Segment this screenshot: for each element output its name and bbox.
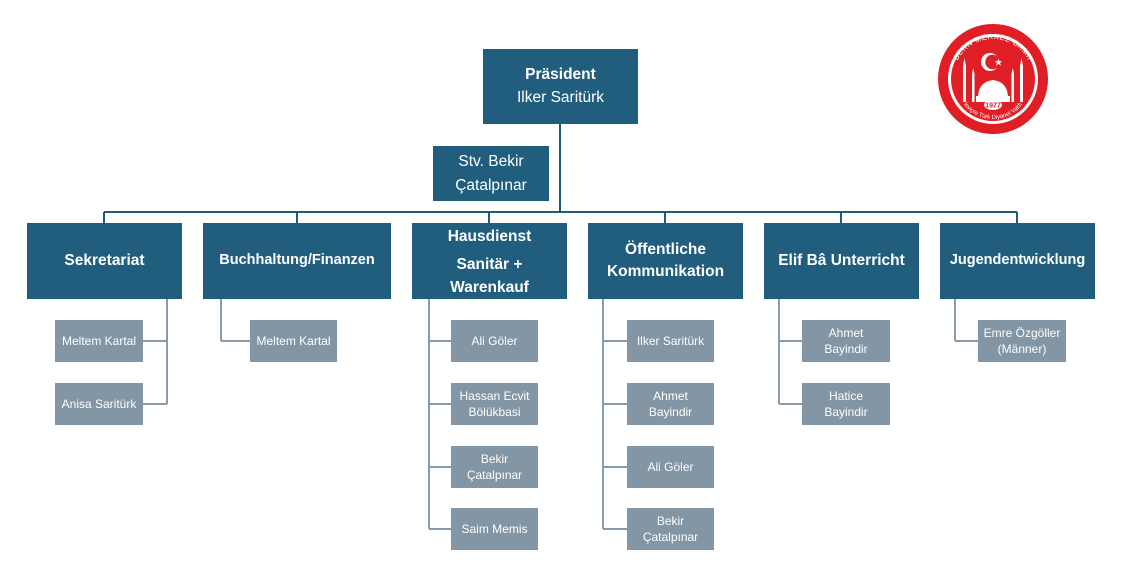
dept-elif-ba: Elif Bâ Unterricht (764, 223, 919, 299)
member-name: Ilker Saritürk (636, 333, 705, 348)
member-name-2: Bayindir (824, 405, 868, 419)
member-name-2: Bölükbasi (468, 405, 521, 419)
member-box: Hatice Bayindir (802, 383, 890, 425)
member-name: Ali Göler (471, 333, 518, 348)
dept-sekretariat: Sekretariat (27, 223, 182, 299)
president-title: Präsident (525, 66, 596, 84)
member-name-2: (Männer) (997, 342, 1047, 356)
member-box: Meltem Kartal (250, 320, 337, 362)
member-box: Anisa Saritürk (55, 383, 143, 425)
member-box: Ali Göler (627, 446, 714, 488)
member-box: Bekir Çatalpınar (627, 508, 714, 550)
member-name: Meltem Kartal (61, 333, 137, 348)
member-name-2: Bayindir (648, 405, 693, 419)
president-box: Präsident Ilker Saritürk (483, 49, 638, 124)
member-name: Ali Göler (647, 459, 694, 474)
dept-label: Buchhaltung/Finanzen (219, 252, 375, 269)
member-box: Ilker Saritürk (627, 320, 714, 362)
member-name-1: Emre Özgöller (983, 325, 1061, 340)
member-name-2: Bayindir (824, 342, 868, 356)
member-box: Emre Özgöller (Männer) (978, 320, 1066, 362)
crescent-star-icon (981, 53, 1003, 71)
mosque-icon (963, 58, 1023, 102)
member-name: Anisa Saritürk (61, 396, 137, 411)
member-name-2: Çatalpınar (642, 530, 699, 544)
dept-label-3: Warenkauf (450, 278, 529, 296)
member-box: Bekir Çatalpınar (451, 446, 538, 488)
logo-year: 1977 (985, 103, 1001, 110)
member-name-1: Bekir (656, 513, 685, 528)
member-box: Hassan Ecvit Bölükbasi (451, 383, 538, 425)
member-box: Ahmet Bayindir (802, 320, 890, 362)
member-box: Ahmet Bayindir (627, 383, 714, 425)
dept-jugend: Jugendentwicklung (940, 223, 1095, 299)
member-name-1: Hatice (828, 388, 863, 403)
member-box: Ali Göler (451, 320, 538, 362)
president-name: Ilker Saritürk (517, 88, 604, 106)
year-badge (984, 100, 1002, 110)
deputy-box: Stv. Bekir Çatalpınar (433, 146, 549, 201)
deputy-line-2: Çatalpınar (455, 176, 527, 194)
dept-label: Sekretariat (64, 251, 145, 269)
member-name-1: Hassan Ecvit (459, 388, 530, 403)
member-name-1: Ahmet (828, 325, 864, 340)
dept-buchhaltung: Buchhaltung/Finanzen (203, 223, 391, 299)
member-name-1: Ahmet (653, 388, 688, 403)
member-name: Saim Memis (461, 521, 528, 536)
dept-label: Elif Bâ Unterricht (778, 251, 905, 269)
dept-hausdienst: Hausdienst Sanitär + Warenkauf (412, 223, 567, 299)
dept-label: Jugendentwicklung (949, 252, 1086, 269)
dept-label-1: Öffentliche (625, 240, 706, 258)
member-box: Meltem Kartal (55, 320, 143, 362)
member-box: Saim Memis (451, 508, 538, 550)
dept-label-1: Hausdienst (447, 228, 532, 245)
dept-label-2: Kommunikation (606, 263, 725, 280)
deputy-line-1: Stv. Bekir (458, 153, 524, 171)
dept-label-2: Sanitär + (456, 256, 523, 274)
dept-kommunikation: Öffentliche Kommunikation (588, 223, 743, 299)
bern-merkez-camii-logo: BERN MERKEZ CAMII 1977 İsviçre Türk Diya… (938, 24, 1048, 134)
member-name-2: Çatalpınar (466, 468, 523, 482)
member-name: Meltem Kartal (256, 333, 331, 348)
member-name-1: Bekir (480, 451, 509, 466)
